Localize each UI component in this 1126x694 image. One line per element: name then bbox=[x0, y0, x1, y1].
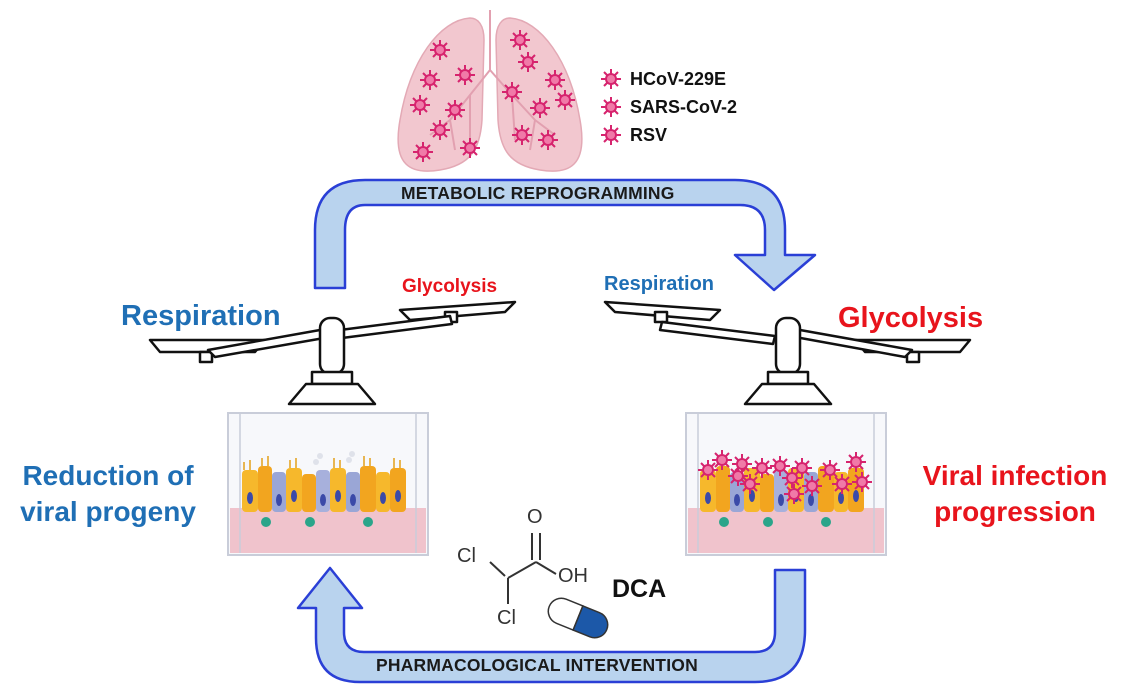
bottom-arrow-label: PHARMACOLOGICAL INTERVENTION bbox=[376, 655, 698, 675]
right-outcome-line2: progression bbox=[934, 496, 1096, 527]
right-cell-culture-well bbox=[685, 412, 887, 556]
lungs-illustration bbox=[397, 10, 583, 172]
legend-item: HCoV-229E bbox=[622, 65, 737, 93]
dca-chemical-structure bbox=[489, 533, 557, 604]
top-arrow-label: METABOLIC REPROGRAMMING bbox=[401, 183, 675, 203]
legend-label-hcov: HCoV-229E bbox=[630, 68, 727, 89]
left-epithelial-cells bbox=[242, 451, 406, 527]
right-outcome-text: Viral infection progression bbox=[906, 458, 1124, 530]
dca-label: DCA bbox=[612, 575, 667, 603]
left-respiration-label: Respiration bbox=[121, 300, 281, 332]
atom-oh: OH bbox=[558, 565, 588, 587]
legend-item: SARS-CoV-2 bbox=[622, 93, 737, 121]
legend-label-sars: SARS-CoV-2 bbox=[630, 96, 738, 117]
right-outcome-line1: Viral infection bbox=[922, 460, 1108, 491]
legend-item: RSV bbox=[622, 121, 737, 149]
left-balance-scale bbox=[148, 300, 517, 406]
virus-legend: HCoV-229E SARS-CoV-2 RSV bbox=[622, 65, 737, 149]
atom-o: O bbox=[527, 506, 543, 528]
atom-cl-2: Cl bbox=[497, 607, 516, 629]
legend-label-rsv: RSV bbox=[630, 124, 668, 145]
right-balance-scale bbox=[603, 300, 972, 406]
right-respiration-label: Respiration bbox=[604, 273, 715, 295]
left-outcome-line2: viral progeny bbox=[20, 496, 196, 527]
drug-capsule-icon bbox=[547, 597, 609, 639]
metabolic-reprogramming-arrow bbox=[313, 178, 817, 292]
atom-cl-1: Cl bbox=[457, 545, 476, 567]
right-glycolysis-label: Glycolysis bbox=[838, 302, 984, 334]
left-outcome-text: Reduction of viral progeny bbox=[8, 458, 208, 530]
pharmacological-intervention-arrow bbox=[296, 566, 807, 684]
left-cell-culture-well bbox=[227, 412, 429, 556]
left-glycolysis-label: Glycolysis bbox=[402, 276, 498, 297]
left-outcome-line1: Reduction of bbox=[22, 460, 194, 491]
legend-virus-icons bbox=[600, 68, 622, 146]
